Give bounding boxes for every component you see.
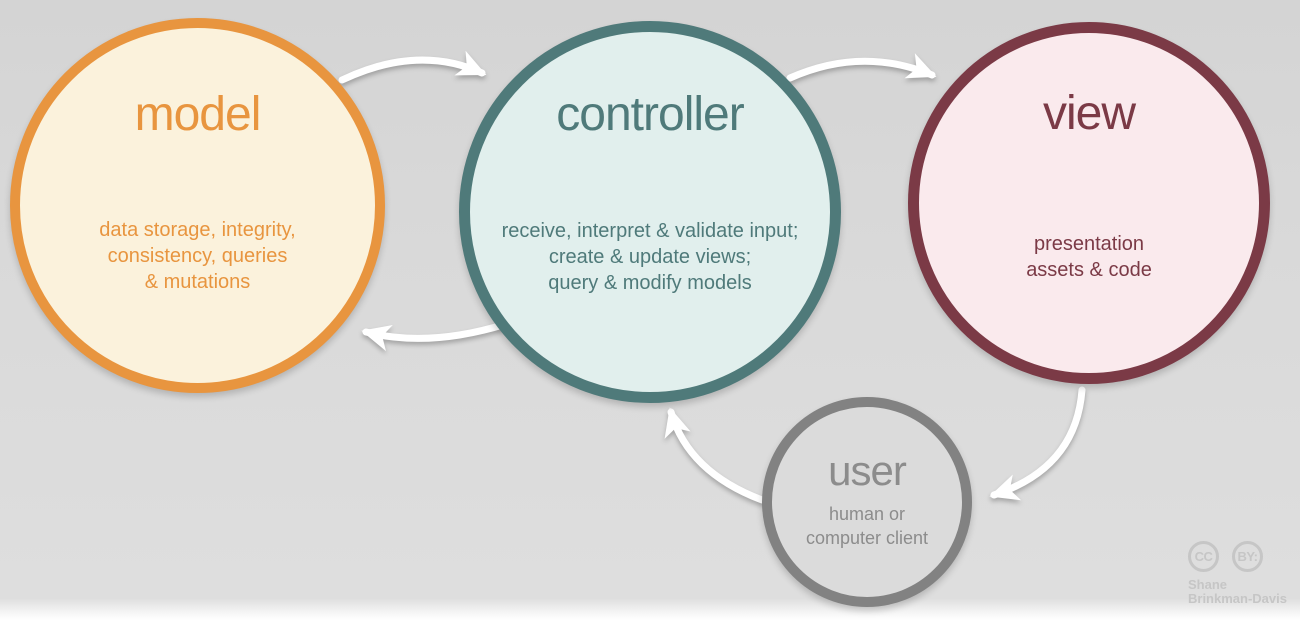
controller-node: controller receive, interpret & validate…	[459, 21, 841, 403]
user-title: user	[828, 447, 907, 494]
license-attribution: CC BY: Shane Brinkman-Davis	[1188, 541, 1292, 606]
cc-by-icon: BY:	[1232, 541, 1263, 572]
author-first-name: Shane	[1188, 577, 1228, 592]
arrow-controller-to-model	[361, 320, 510, 352]
license-badges: CC BY:	[1188, 541, 1292, 572]
desc-line: create & update views;	[548, 246, 752, 268]
arrow-controller-to-view	[786, 53, 937, 82]
desc-line: computer client	[805, 528, 929, 548]
view-node: view presentation assets & code	[908, 22, 1270, 384]
view-title: view	[1042, 87, 1136, 140]
view-description: presentation assets & code	[919, 231, 1259, 283]
desc-line: presentation	[1033, 233, 1145, 255]
desc-line: receive, interpret & validate input;	[501, 220, 799, 242]
user-description: human or computer client	[772, 502, 962, 550]
desc-line: data storage, integrity,	[99, 219, 296, 241]
desc-line: & mutations	[144, 271, 251, 293]
desc-line: assets & code	[1026, 259, 1152, 281]
user-node: user human or computer client	[762, 397, 972, 607]
controller-title: controller	[556, 88, 744, 141]
cc-icon: CC	[1188, 541, 1219, 572]
arrow-view-to-user	[989, 386, 1086, 501]
author-last-name: Brinkman-Davis	[1188, 591, 1287, 606]
desc-line: human or	[828, 504, 906, 524]
model-title: model	[134, 88, 262, 141]
arrow-user-to-controller	[664, 407, 766, 504]
model-node: model data storage, integrity, consisten…	[10, 18, 385, 393]
controller-description: receive, interpret & validate input; cre…	[470, 218, 830, 296]
arrow-model-to-controller	[338, 50, 487, 84]
desc-line: query & modify models	[548, 272, 752, 294]
desc-line: consistency, queries	[107, 245, 288, 267]
model-description: data storage, integrity, consistency, qu…	[20, 217, 375, 295]
